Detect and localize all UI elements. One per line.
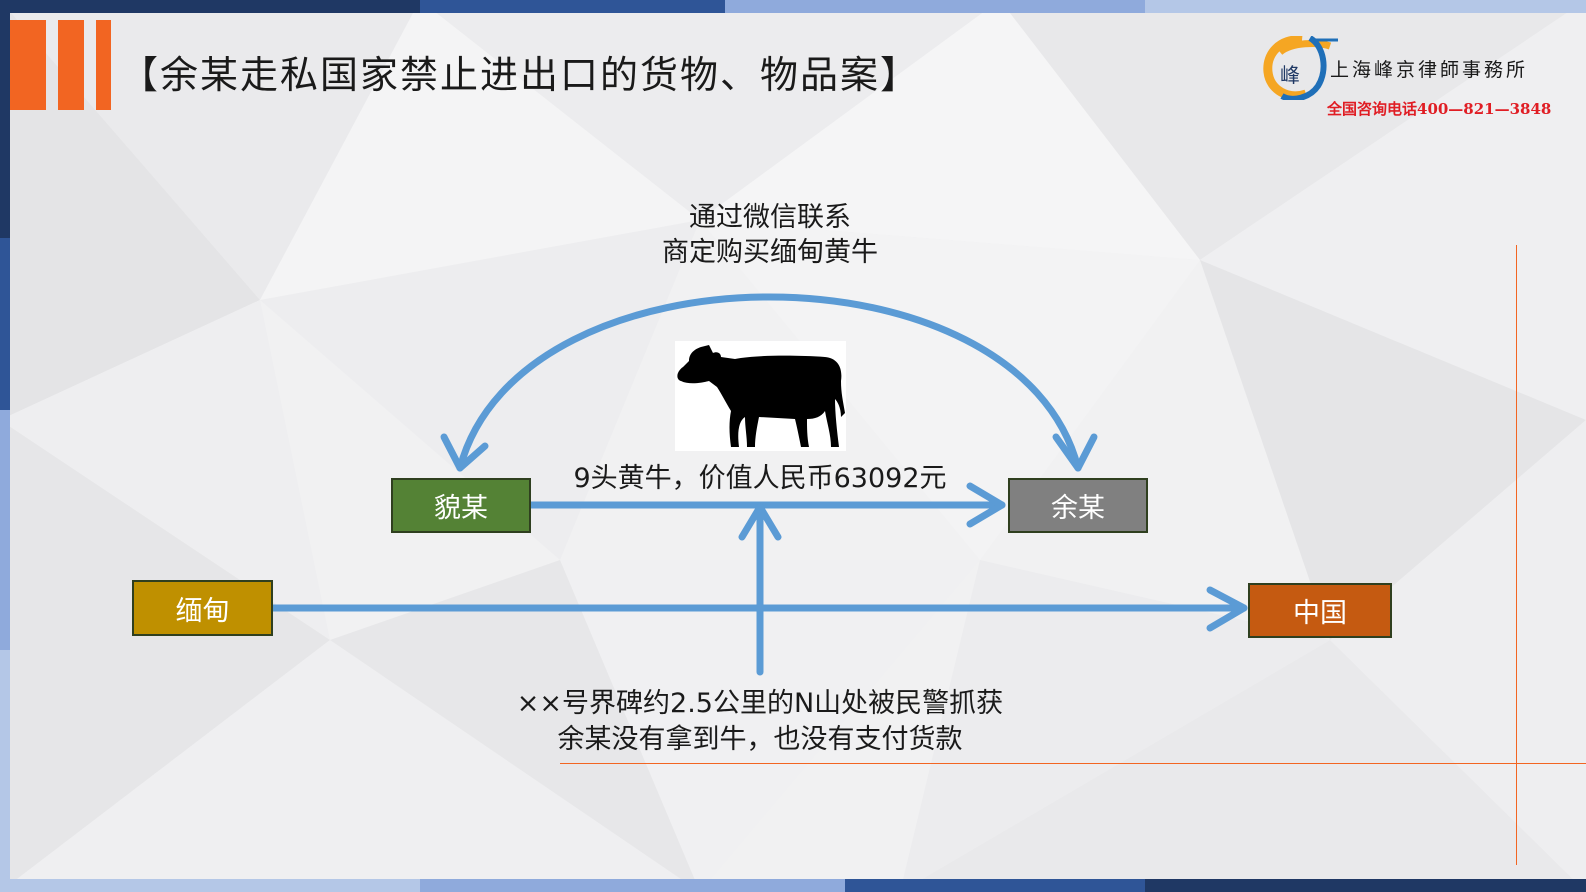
border-arrowhead: [1206, 586, 1248, 632]
left-accent-bar-4: [0, 650, 10, 879]
node-mao: 貌某: [391, 478, 531, 533]
decorative-horizontal-line: [560, 763, 1586, 764]
arc-arrowhead-left: [440, 433, 489, 472]
bottom-accent-bar-4: [1145, 879, 1586, 892]
firm-phone: 全国咨询电话400—821—3848: [1327, 100, 1552, 118]
firm-name: 上海峰京律師事務所: [1330, 59, 1529, 81]
arc-label-line2: 商定购买缅甸黄牛: [662, 237, 878, 268]
node-china: 中国: [1248, 583, 1392, 638]
arrest-arrowhead: [738, 503, 782, 541]
cow-silhouette-icon: [677, 345, 845, 447]
law-firm-logo-icon: 峰: [1263, 36, 1338, 100]
title-accent-block-3: [96, 20, 111, 110]
left-accent-bar-2: [0, 238, 10, 410]
arrest-label-line2: 余某没有拿到牛，也没有支付货款: [557, 724, 963, 755]
top-accent-bar-3: [725, 0, 1145, 13]
node-myanmar: 缅甸: [132, 580, 273, 636]
node-yu: 余某: [1008, 478, 1148, 533]
svg-text:峰: 峰: [1280, 63, 1300, 87]
deal-label: 9头黄牛，价值人民币63092元: [573, 463, 947, 494]
top-accent-bar-4: [1145, 0, 1586, 13]
title-accent-block-1: [10, 20, 46, 110]
bottom-accent-bar-2: [420, 879, 845, 892]
decorative-vertical-line: [1516, 245, 1517, 865]
slide-title: 【余某走私国家禁止进出口的货物、物品案】: [120, 53, 921, 97]
arc-arrow: [456, 293, 1082, 472]
arc-label-line1: 通过微信联系: [689, 202, 851, 233]
title-accent-block-2: [58, 20, 84, 110]
bottom-accent-bar-3: [845, 879, 1145, 892]
left-accent-bar-1: [0, 13, 10, 238]
cow-image: [675, 341, 846, 451]
arrest-label-line1: ××号界碑约2.5公里的N山处被民警抓获: [516, 688, 1004, 719]
left-accent-bar-3: [0, 410, 10, 650]
deal-arrowhead: [966, 482, 1006, 528]
bottom-accent-bar-1: [0, 879, 420, 892]
arc-arrowhead-right: [1052, 433, 1098, 472]
top-accent-bar-1: [0, 0, 420, 13]
top-accent-bar-2: [420, 0, 725, 13]
